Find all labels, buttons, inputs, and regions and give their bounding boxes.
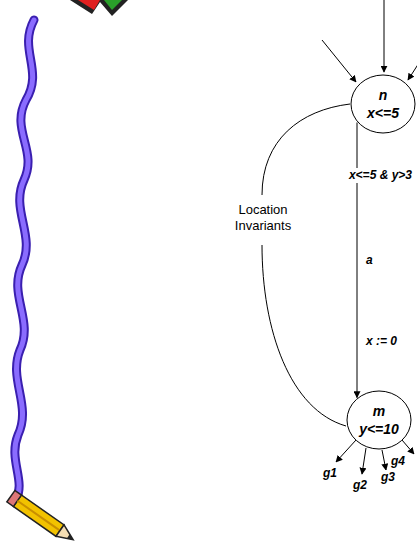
invariant-bracket xyxy=(262,245,346,426)
outgoing-arrow xyxy=(336,440,356,462)
location-name: n xyxy=(350,86,416,104)
incoming-arrow xyxy=(408,52,417,80)
location-circle: my<=10 xyxy=(346,390,412,450)
location-invariant: y<=10 xyxy=(346,420,412,438)
guard-name: g2 xyxy=(352,478,368,493)
guard-name: g3 xyxy=(380,470,396,485)
guard-name: g4 xyxy=(390,454,406,469)
location-circle: nx<=5 xyxy=(350,74,416,134)
location-invariant: x<=5 xyxy=(350,104,416,122)
guard-label: x<=5 & y>3 xyxy=(348,168,413,183)
annotation-text: Location Invariants xyxy=(226,202,300,234)
purple-squiggle xyxy=(15,20,34,500)
action-label: a xyxy=(365,253,374,268)
outgoing-arrow xyxy=(362,448,366,474)
circle-outline xyxy=(346,390,412,450)
invariant-bracket xyxy=(262,104,350,195)
transition-arrow xyxy=(357,122,358,397)
circle-outline xyxy=(350,74,416,134)
pencil-clipart xyxy=(7,490,77,545)
clipart-fragment xyxy=(70,0,128,16)
reset-label: x := 0 xyxy=(365,334,398,349)
location-name: m xyxy=(346,402,412,420)
outgoing-arrow xyxy=(402,440,414,454)
incoming-arrow xyxy=(384,0,385,72)
incoming-arrow xyxy=(322,40,356,82)
outgoing-arrow xyxy=(382,450,386,470)
guard-name: g1 xyxy=(322,466,338,481)
